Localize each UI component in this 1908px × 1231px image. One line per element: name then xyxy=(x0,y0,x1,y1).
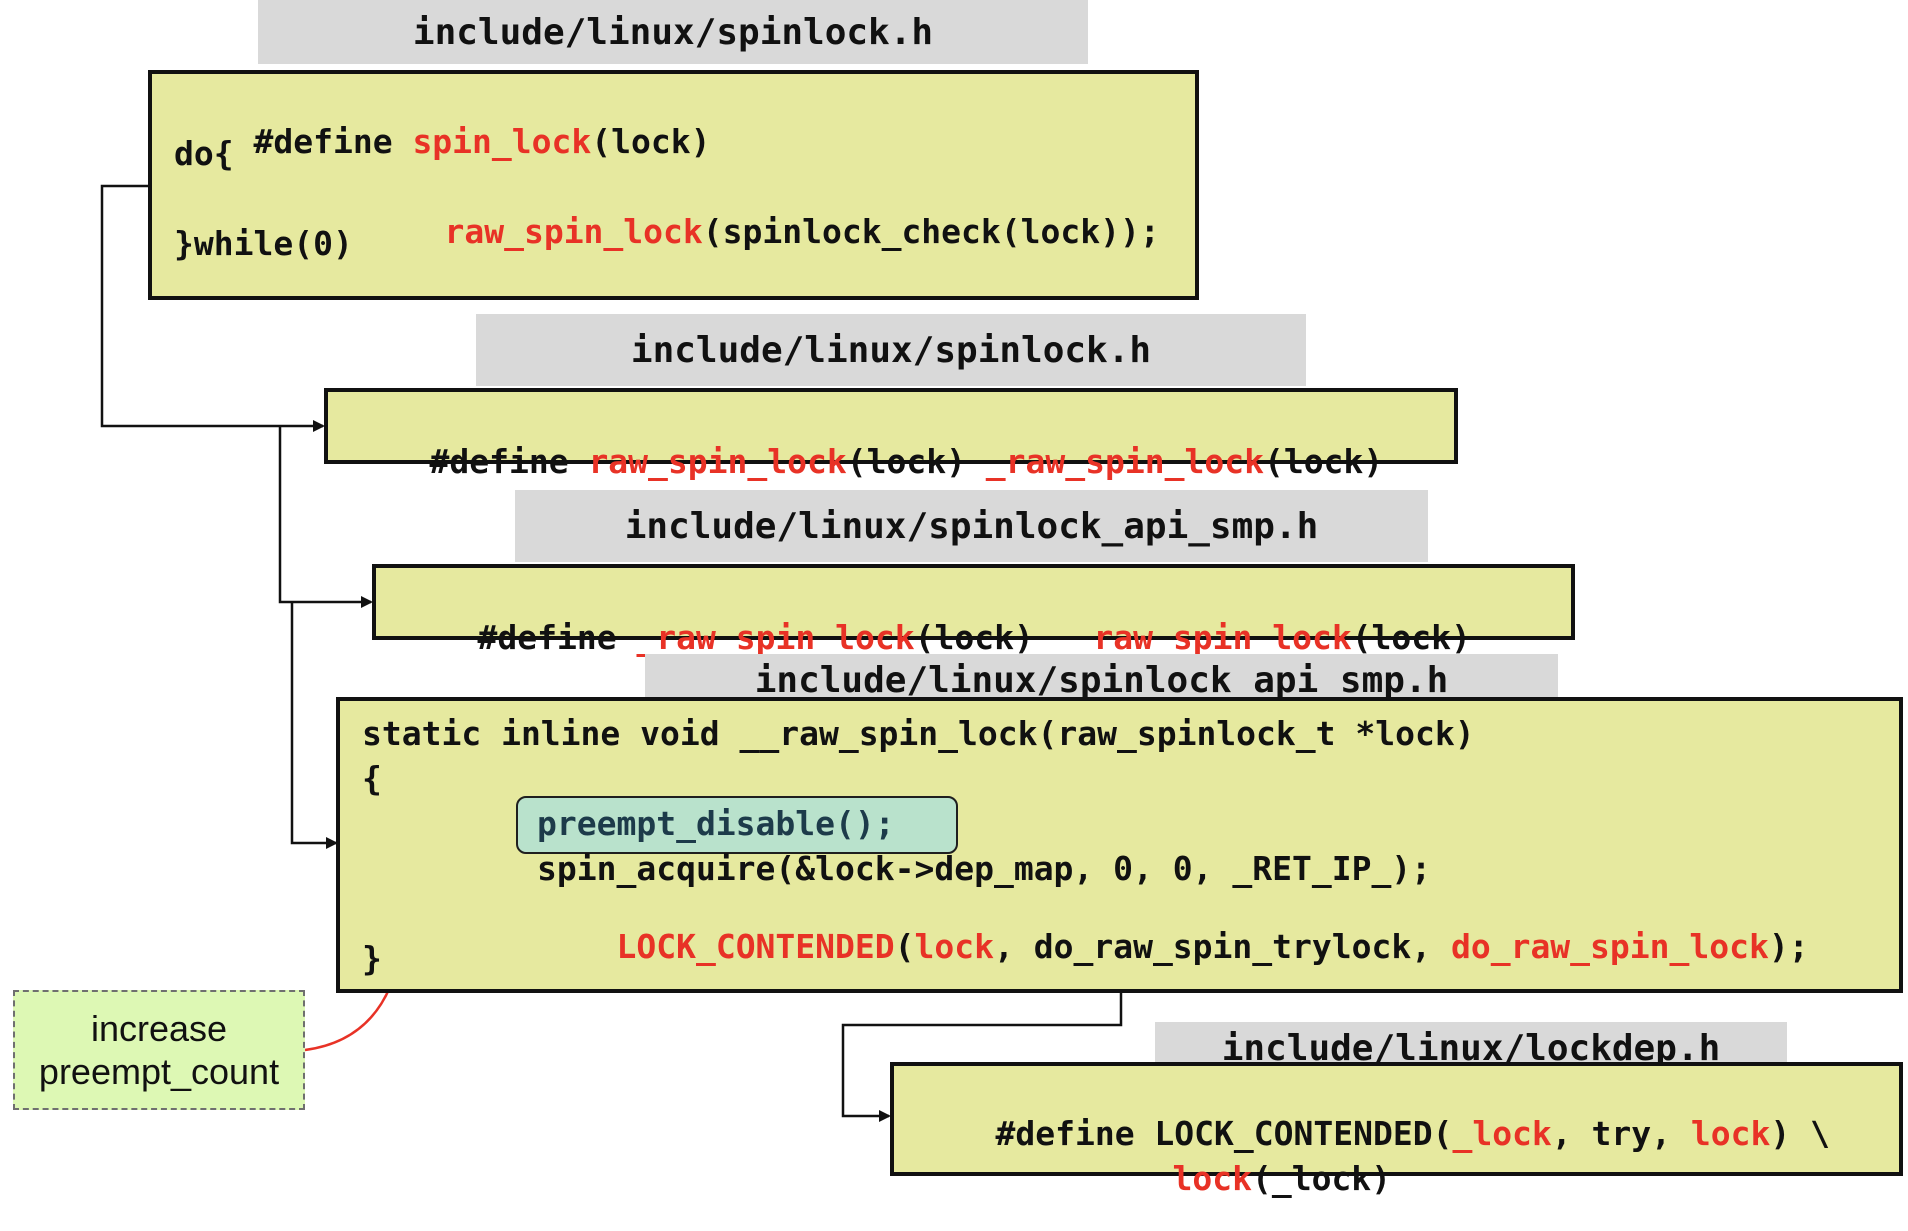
code-line-preempt-disable: preempt_disable(); xyxy=(537,804,895,843)
arg-lock-fn: do_raw_spin_lock xyxy=(1450,927,1769,966)
connector-underscore-raw-to-inline xyxy=(290,602,338,849)
macro-tail: ) \ xyxy=(1770,1114,1830,1153)
call-name: lock xyxy=(1172,1159,1252,1198)
code-line: }while(0) xyxy=(174,224,353,263)
box-underscore-raw-spin-lock-macro: #define _raw_spin_lock(lock) __raw_spin_… xyxy=(372,564,1575,654)
code-line: #define _raw_spin_lock(lock) __raw_spin_… xyxy=(398,588,1471,687)
macro-name: _raw_spin_lock xyxy=(636,618,915,657)
macro-args: (lock) xyxy=(914,618,1054,657)
code-line: LOCK_CONTENDED(lock, do_raw_spin_trylock… xyxy=(537,897,1809,996)
code-line: spin_acquire(&lock->dep_map, 0, 0, _RET_… xyxy=(537,849,1432,888)
preempt-disable-callout xyxy=(516,796,958,854)
connector-spinlock-to-raw xyxy=(100,184,325,432)
header-spinlock-api-smp-h-1: include/linux/spinlock_api_smp.h xyxy=(515,490,1428,562)
arg-lock: _lock xyxy=(1452,1114,1552,1153)
macro-name: LOCK_CONTENDED xyxy=(616,927,895,966)
code-line: do{ xyxy=(174,134,234,173)
code-line: lock(_lock) xyxy=(1093,1129,1391,1228)
target-args: (lock) xyxy=(1351,618,1471,657)
call-args: (spinlock_check(lock)); xyxy=(702,212,1160,251)
box-raw-spin-lock-macro: #define raw_spin_lock(lock) _raw_spin_lo… xyxy=(324,388,1458,478)
box-spin-lock-macro: #define spin_lock(lock) do{ raw_spin_loc… xyxy=(148,70,1199,300)
keyword-define: #define xyxy=(429,442,589,481)
connector-inline-to-lockdep xyxy=(841,993,1123,1122)
note-line: increase xyxy=(90,1007,228,1049)
macro-head: #define LOCK_CONTENDED( xyxy=(995,1114,1453,1153)
code-line: #define LOCK_CONTENDED(_lock, try, lock)… xyxy=(916,1084,1830,1183)
arg-try: , do_raw_spin_trylock, xyxy=(994,927,1451,966)
keyword-define: #define xyxy=(477,618,637,657)
macro-name: spin_lock xyxy=(412,122,592,161)
note-line: preempt_count xyxy=(38,1051,280,1092)
code-line: { xyxy=(362,759,382,798)
code-line: static inline void __raw_spin_lock(raw_s… xyxy=(362,714,1475,753)
call-args: (_lock) xyxy=(1251,1159,1392,1198)
code-line: raw_spin_lock(spinlock_check(lock)); xyxy=(365,182,1160,281)
macro-args: (lock) xyxy=(591,122,711,161)
target-args: (lock) xyxy=(1263,442,1384,481)
arg-lock: lock xyxy=(914,927,994,966)
call-name: raw_spin_lock xyxy=(444,212,703,251)
target-name: _raw_spin_lock xyxy=(985,442,1264,481)
macro-name: raw_spin_lock xyxy=(588,442,847,481)
connector-raw-to-underscore-raw xyxy=(278,426,373,608)
punct: ); xyxy=(1768,927,1809,966)
note-increase-preempt-count: increase preempt_count xyxy=(13,990,305,1110)
code-line: #define spin_lock(lock) xyxy=(174,92,710,191)
target-name: __raw_spin_lock xyxy=(1053,618,1352,657)
arg-try: , try, xyxy=(1551,1114,1691,1153)
box-lock-contended-macro: #define LOCK_CONTENDED(_lock, try, lock)… xyxy=(890,1062,1903,1195)
code-line: #define raw_spin_lock(lock) _raw_spin_lo… xyxy=(350,412,1383,511)
code-line: } xyxy=(362,939,382,978)
keyword-define: #define xyxy=(253,122,413,161)
macro-args: (lock) xyxy=(846,442,986,481)
arg-lock-fn: lock xyxy=(1690,1114,1771,1153)
punct: ( xyxy=(894,927,915,966)
box-inline-raw-spin-lock-function: static inline void __raw_spin_lock(raw_s… xyxy=(336,697,1903,993)
header-spinlock-h-2: include/linux/spinlock.h xyxy=(476,314,1306,386)
header-spinlock-h-1: include/linux/spinlock.h xyxy=(258,0,1088,64)
